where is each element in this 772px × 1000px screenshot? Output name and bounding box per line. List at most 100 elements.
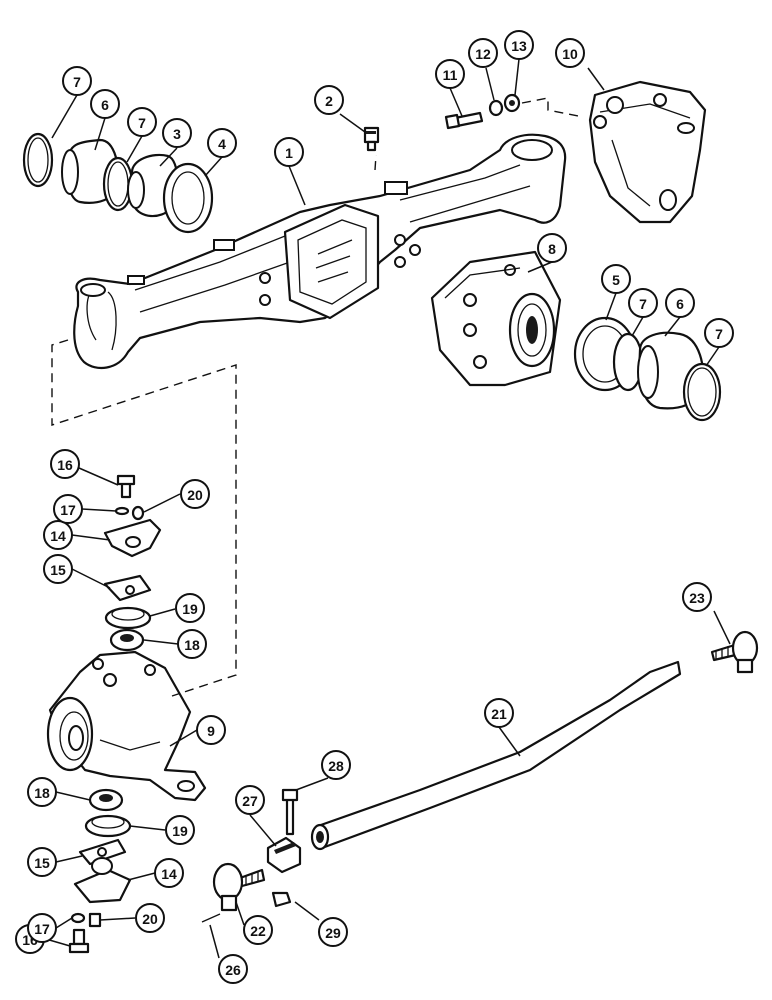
callout-number: 21 (491, 706, 507, 722)
callout-number: 19 (182, 601, 198, 617)
callout-circle (484, 698, 514, 728)
callout-circle (704, 318, 734, 348)
callout-number: 26 (225, 962, 241, 978)
callout-circle (27, 777, 57, 807)
callout-number: 6 (676, 296, 684, 312)
callout-c26: 26 (218, 954, 248, 984)
axle-housing (73, 133, 567, 370)
callout-c19b: 19 (165, 815, 195, 845)
callout-circle (468, 38, 498, 68)
callout-number: 17 (60, 502, 76, 518)
callout-c3: 3 (162, 118, 192, 148)
callout-circle (555, 38, 585, 68)
callout-number: 8 (548, 241, 556, 257)
callout-number: 27 (242, 793, 258, 809)
callout-circle (504, 30, 534, 60)
differential-carrier (430, 250, 562, 387)
upper-kingpin-set (103, 474, 162, 652)
callout-circle (218, 954, 248, 984)
callout-circle (27, 913, 57, 943)
callout-circle (274, 137, 304, 167)
callout-c17a: 17 (53, 494, 83, 524)
callout-circle (43, 554, 73, 584)
callout-circle (27, 847, 57, 877)
breather-plug (363, 126, 380, 152)
callout-number: 17 (34, 921, 50, 937)
callout-c22: 22 (243, 915, 273, 945)
callout-number: 18 (34, 785, 50, 801)
callout-number: 7 (715, 326, 723, 342)
callout-c7a: 7 (62, 66, 92, 96)
callout-circle (62, 66, 92, 96)
callout-circle (154, 858, 184, 888)
callout-c9: 9 (196, 715, 226, 745)
callout-circle (321, 750, 351, 780)
callout-c15b: 15 (27, 847, 57, 877)
callout-c17b: 17 (27, 913, 57, 943)
right-ball-joint (710, 630, 759, 674)
callout-c10: 10 (555, 38, 585, 68)
callout-circle (601, 264, 631, 294)
callout-c20a: 20 (180, 479, 210, 509)
callout-circle (196, 715, 226, 745)
callout-number: 7 (639, 296, 647, 312)
track-rod (310, 660, 682, 851)
callout-circle (537, 233, 567, 263)
left-bearing-group (22, 132, 214, 234)
callout-number: 2 (325, 93, 333, 109)
callout-c7c: 7 (628, 288, 658, 318)
callout-number: 9 (207, 723, 215, 739)
callout-c6b: 6 (665, 288, 695, 318)
callout-circle (175, 593, 205, 623)
callout-circle (243, 915, 273, 945)
callout-c23: 23 (682, 582, 712, 612)
callout-number: 13 (511, 38, 527, 54)
callout-number: 20 (187, 487, 203, 503)
callout-number: 22 (250, 923, 266, 939)
callout-c14a: 14 (43, 520, 73, 550)
callout-c21: 21 (484, 698, 514, 728)
callout-c1: 1 (274, 137, 304, 167)
callout-number: 15 (50, 562, 66, 578)
right-bearing-group (573, 316, 722, 422)
callout-c15a: 15 (43, 554, 73, 584)
callout-c7d: 7 (704, 318, 734, 348)
callout-number: 4 (218, 136, 226, 152)
callout-circle (435, 59, 465, 89)
callout-circle (165, 815, 195, 845)
callout-number: 23 (689, 590, 705, 606)
callout-circle (628, 288, 658, 318)
callout-number: 19 (172, 823, 188, 839)
callout-c16a: 16 (50, 449, 80, 479)
callout-c27: 27 (235, 785, 265, 815)
callout-c13: 13 (504, 30, 534, 60)
callout-circle (90, 89, 120, 119)
callout-circle (127, 107, 157, 137)
tie-rod-clamp-set (201, 788, 302, 923)
callout-number: 7 (138, 115, 146, 131)
callout-number: 3 (173, 126, 181, 142)
callout-circle (318, 917, 348, 947)
upper-steering-knuckle (588, 80, 707, 224)
callout-number: 29 (325, 925, 341, 941)
callout-c14b: 14 (154, 858, 184, 888)
callout-c11: 11 (435, 59, 465, 89)
callout-number: 5 (612, 272, 620, 288)
callout-c6a: 6 (90, 89, 120, 119)
callout-c29: 29 (318, 917, 348, 947)
callout-number: 10 (562, 46, 578, 62)
callout-number: 20 (142, 911, 158, 927)
lower-steering-knuckle (46, 650, 207, 802)
callout-c28: 28 (321, 750, 351, 780)
callout-c8: 8 (537, 233, 567, 263)
callout-c5: 5 (601, 264, 631, 294)
callout-number: 12 (475, 46, 491, 62)
callout-circle (207, 128, 237, 158)
callout-circle (53, 494, 83, 524)
callout-c12: 12 (468, 38, 498, 68)
callout-number: 14 (50, 528, 66, 544)
lower-kingpin-set (68, 788, 132, 954)
knuckle-bolt-set (444, 93, 521, 130)
